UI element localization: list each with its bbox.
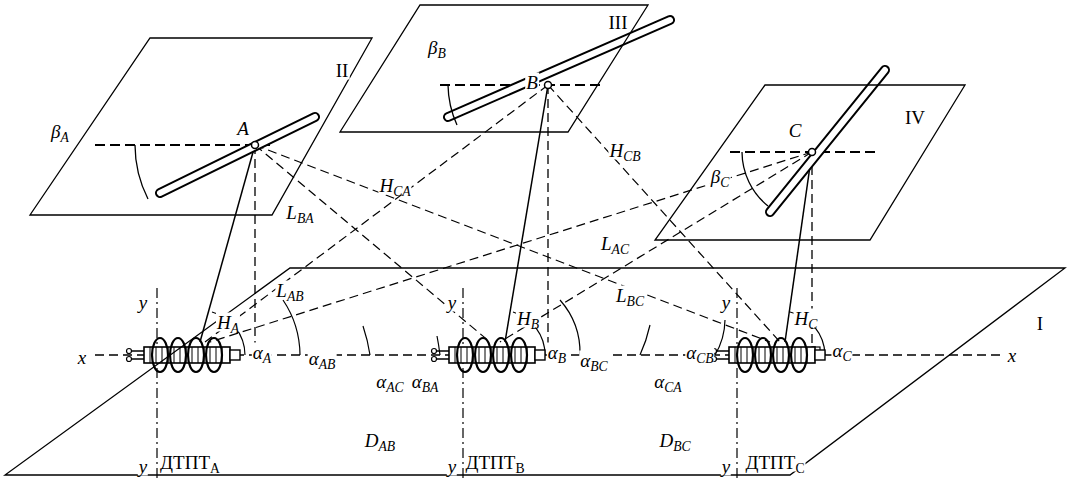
geometry-label: αAB (308, 349, 337, 368)
subscript: C (795, 461, 804, 476)
geometry-label: βC (710, 167, 731, 186)
subscript: A (231, 321, 239, 336)
geometry-label: HB (516, 309, 540, 328)
subscript: C (808, 317, 817, 332)
subscript: BC (590, 359, 607, 374)
subscript: CA (393, 184, 410, 199)
plane-region: I (5, 268, 1065, 475)
subscript: AB (379, 439, 396, 454)
subscript: AC (386, 380, 403, 395)
geometry-label: αBA (411, 372, 440, 391)
subscript: C (720, 175, 729, 190)
geometry-label: B (525, 73, 539, 92)
geometry-label: HA (216, 313, 240, 332)
geometry-label: x (1007, 346, 1017, 365)
sensor-name: ДТПТB (464, 453, 525, 472)
subscript: B (438, 46, 446, 61)
subscript: CB (696, 351, 713, 366)
geometry-label: x (77, 348, 87, 367)
subscript: A (263, 351, 271, 366)
subscript: BC (673, 439, 690, 454)
geometry-label: y (138, 293, 148, 312)
geometry-label: LAC (600, 234, 630, 253)
geometry-label: HCB (608, 141, 641, 160)
geometry-label: LBA (285, 203, 314, 222)
geometry-label: αA (252, 343, 272, 362)
geometry-label: DBC (658, 431, 691, 450)
geometry-label: y (721, 293, 731, 312)
subscript: CB (623, 149, 640, 164)
geometry-label: αCB (685, 343, 714, 362)
geometry-label: αB (547, 343, 567, 362)
plane-number: III (608, 13, 629, 32)
geometry-label: αBC (579, 351, 608, 370)
subscript: A (61, 130, 69, 145)
subscript: AB (287, 289, 304, 304)
subscript: C (842, 349, 851, 364)
subscript: BA (422, 380, 439, 395)
geometry-label: y (447, 293, 457, 312)
geometry-label: αCA (653, 372, 682, 391)
subscript: CA (664, 380, 681, 395)
subscript: AC (612, 242, 629, 257)
geometry-label: y (447, 457, 457, 476)
plane-number: II (335, 61, 350, 80)
plane-outline (340, 5, 648, 132)
geometry-label: y (138, 457, 148, 476)
plane-number: I (1036, 314, 1044, 333)
geometry-label: HCA (378, 176, 411, 195)
plane-region: III (340, 5, 648, 132)
plane-number: IV (904, 108, 926, 127)
geometry-label: DAB (364, 431, 396, 450)
plane-region: II (30, 38, 372, 215)
subscript: A (210, 461, 220, 476)
subscript: B (515, 461, 524, 476)
plane-outline (30, 38, 372, 215)
geometry-label: HC (794, 309, 819, 328)
geometry-label: A (236, 119, 250, 138)
geometry-label: αAC (375, 372, 404, 391)
geometry-label: C (788, 121, 803, 140)
subscript: B (531, 317, 539, 332)
subscript: AB (319, 357, 336, 372)
sensor-name: ДТПТA (159, 453, 221, 472)
geometry-label: αC (831, 341, 852, 360)
geometry-label: βA (50, 122, 70, 141)
geometry-label: βB (427, 38, 447, 57)
geometry-label: y (721, 457, 731, 476)
plane-region: IV (655, 85, 965, 240)
geometry-label: LAB (275, 281, 304, 300)
subscript: BC (627, 294, 644, 309)
subscript: BA (297, 211, 314, 226)
plane-outline (5, 268, 1065, 475)
subscript: B (558, 351, 566, 366)
geometry-label: LBC (615, 286, 645, 305)
sensor-name: ДТПТC (744, 453, 805, 472)
